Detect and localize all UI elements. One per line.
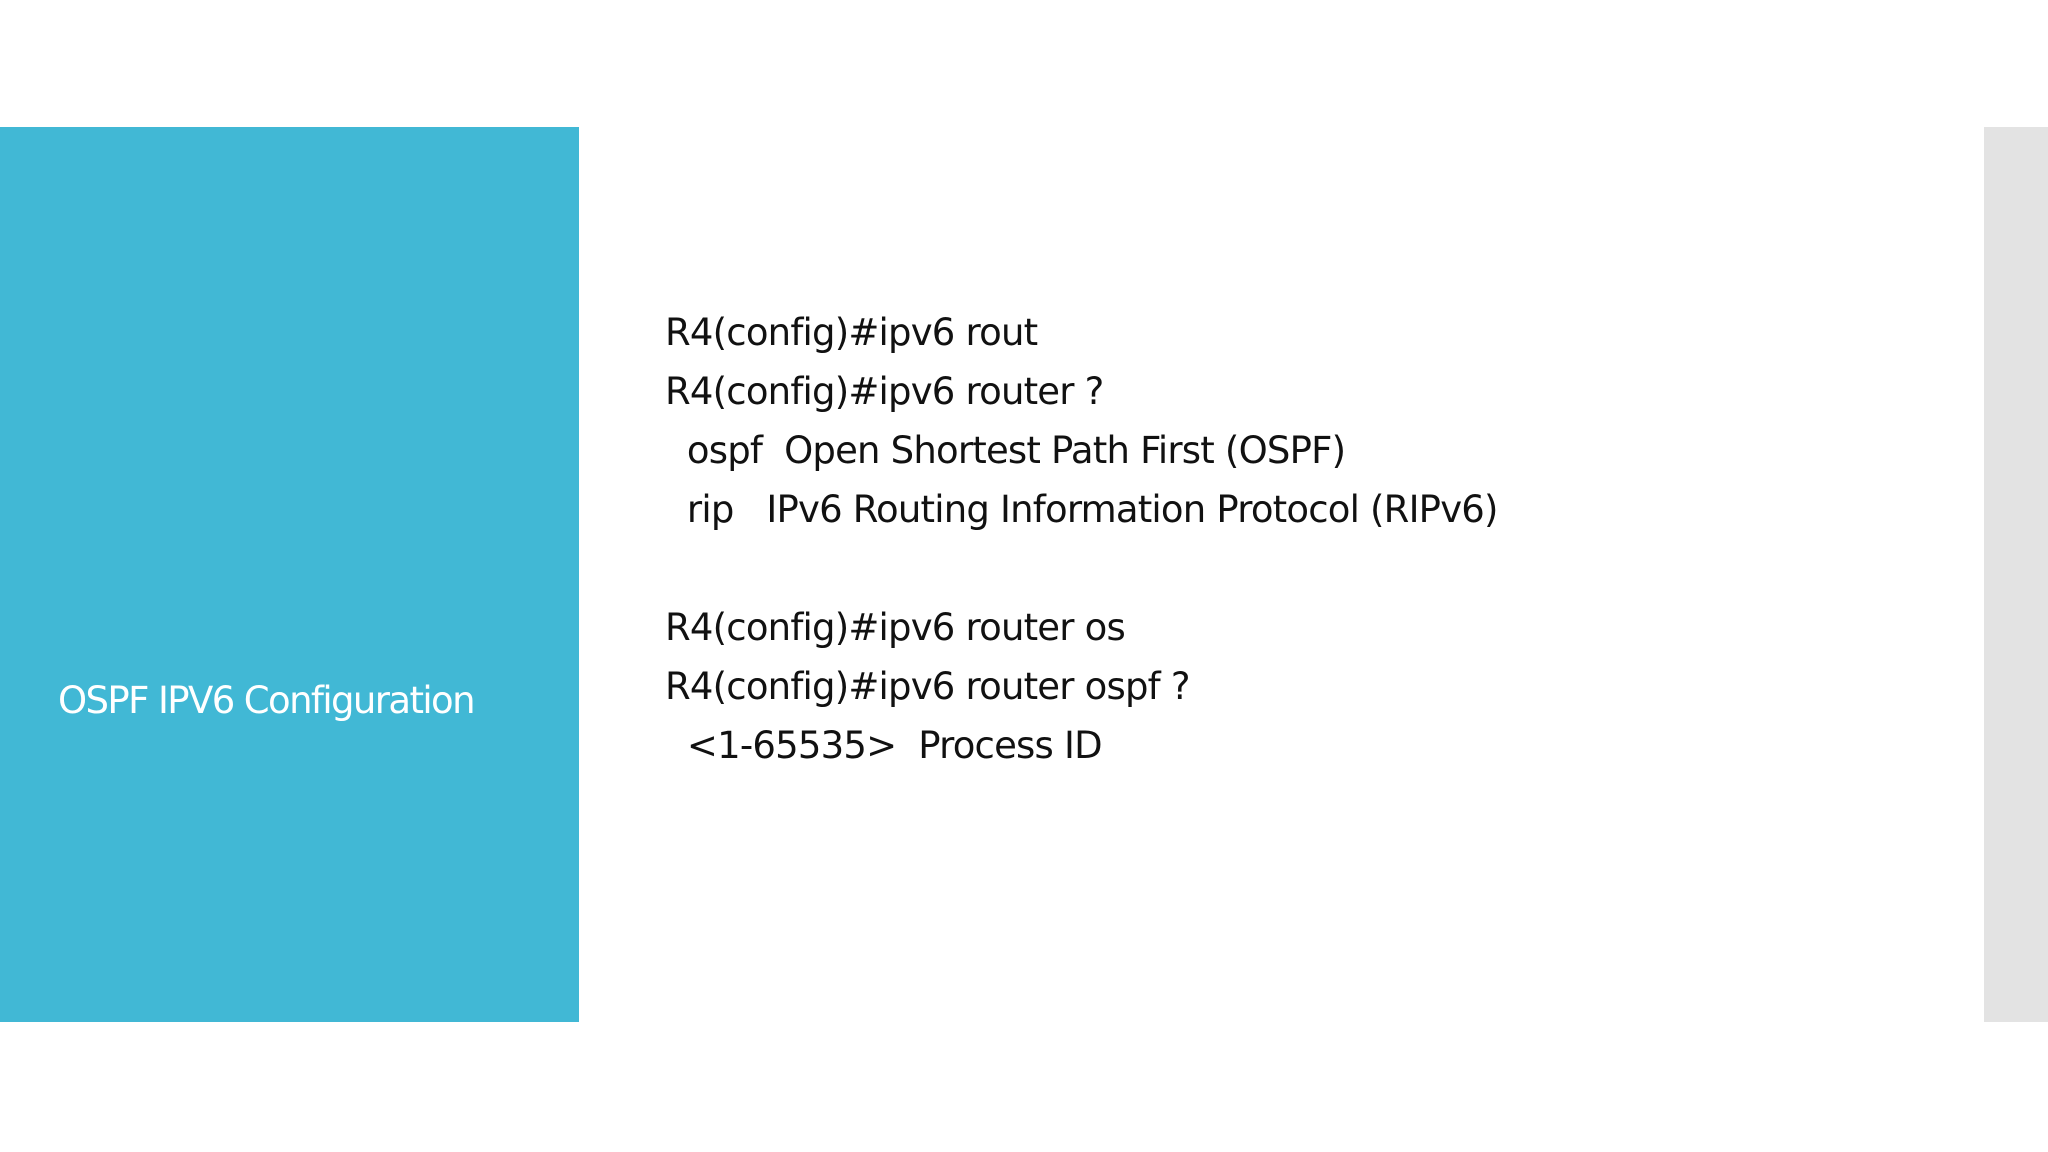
cli-blank-line — [665, 539, 1498, 598]
cli-line-3: ospf Open Shortest Path First (OSPF) — [665, 429, 1346, 472]
cli-line-2: R4(config)#ipv6 router ? — [665, 370, 1104, 413]
slide-title: OSPF IPV6 Configuration — [58, 679, 476, 722]
cli-output-block: R4(config)#ipv6 rout R4(config)#ipv6 rou… — [665, 303, 1498, 775]
cli-line-5: R4(config)#ipv6 router os — [665, 606, 1126, 649]
cli-line-7: <1-65535> Process ID — [665, 724, 1103, 767]
right-decorative-strip — [1984, 127, 2048, 1022]
cli-line-6: R4(config)#ipv6 router ospf ? — [665, 665, 1190, 708]
title-panel: OSPF IPV6 Configuration — [0, 127, 579, 1022]
cli-line-4: rip IPv6 Routing Information Protocol (R… — [665, 488, 1499, 531]
cli-line-1: R4(config)#ipv6 rout — [665, 311, 1038, 354]
